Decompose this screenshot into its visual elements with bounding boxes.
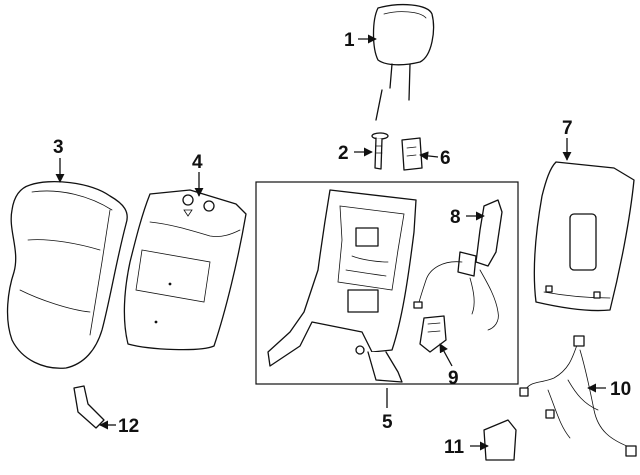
part-12-hinge-cover — [73, 385, 105, 429]
part-5-frame-box — [255, 181, 519, 385]
part-10-wiring-harness — [519, 335, 637, 457]
part-6-latch-cover — [401, 137, 423, 171]
callout-1: 1 — [344, 30, 355, 51]
part-11-trim-cover — [483, 419, 517, 461]
callout-6: 6 — [440, 148, 451, 169]
leader-lines — [55, 34, 606, 451]
callout-4: 4 — [192, 152, 203, 173]
part-2-headrest-guide — [371, 132, 389, 170]
callout-10: 10 — [610, 379, 631, 400]
part-7-back-panel — [533, 161, 635, 312]
part-3-seatback-cover — [6, 180, 128, 369]
part-1-headrest — [372, 3, 435, 121]
callout-3: 3 — [53, 137, 64, 158]
callout-7: 7 — [562, 118, 573, 139]
callout-2: 2 — [338, 143, 349, 164]
part-9-release-actuator — [419, 315, 447, 353]
callout-11: 11 — [444, 437, 465, 458]
callout-12: 12 — [118, 416, 139, 437]
callout-5: 5 — [382, 412, 393, 433]
callout-9: 9 — [448, 368, 459, 389]
callout-8: 8 — [450, 207, 461, 228]
part-5-seatback-frame — [267, 189, 417, 383]
part-4-seatback-pad — [123, 189, 247, 351]
